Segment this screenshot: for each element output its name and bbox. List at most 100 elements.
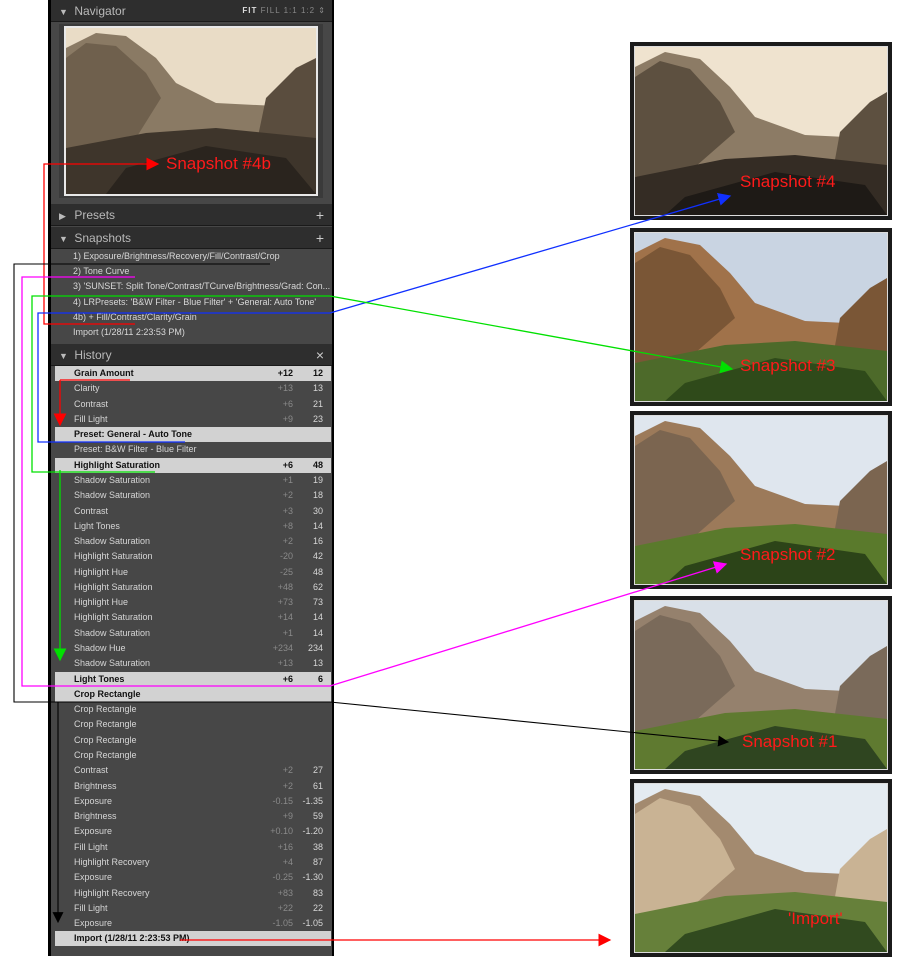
snapshot-label: 'Import' — [788, 909, 843, 928]
history-step-value: 62 — [312, 581, 323, 592]
history-step-label: Highlight Saturation — [74, 459, 160, 470]
collapse-triangle-icon[interactable]: ▼ — [59, 234, 68, 244]
history-step[interactable]: Preset: B&W Filter - Blue Filter — [55, 442, 331, 457]
history-step-value: 21 — [312, 398, 323, 409]
history-step-delta: +1 — [282, 474, 293, 485]
history-step-delta: +2 — [282, 536, 293, 547]
history-step-label: Brightness — [74, 780, 117, 791]
history-step[interactable]: Exposure-0.25-1.30 — [55, 870, 331, 885]
add-preset-icon[interactable]: + — [315, 207, 324, 223]
history-step-delta: -20 — [279, 551, 293, 562]
history-step[interactable]: Exposure+0.10-1.20 — [55, 824, 331, 839]
expand-triangle-icon[interactable]: ▶ — [59, 211, 66, 221]
history-step-label: Highlight Hue — [74, 597, 129, 608]
add-snapshot-icon[interactable]: + — [315, 230, 324, 246]
history-step-label: Light Tones — [74, 673, 125, 684]
history-step-value: 14 — [312, 520, 323, 531]
history-step-value: -1.05 — [302, 918, 323, 929]
history-step-label: Preset: General - Auto Tone — [74, 429, 193, 440]
snapshots-header[interactable]: ▼ Snapshots + — [51, 227, 332, 249]
history-header[interactable]: ▼ History × — [51, 344, 332, 366]
history-step-delta: +234 — [272, 643, 293, 654]
history-step-label: Contrast — [74, 505, 109, 516]
navigator-snapshot-label: Snapshot #4b — [166, 154, 271, 173]
history-step-value: 6 — [317, 673, 323, 684]
history-step[interactable]: Crop Rectangle — [55, 686, 331, 702]
history-step-value: 13 — [312, 383, 323, 394]
history-step-label: Shadow Saturation — [74, 536, 151, 547]
history-step-label: Crop Rectangle — [74, 719, 137, 730]
history-step[interactable]: Crop Rectangle — [55, 748, 331, 763]
history-step-delta: +48 — [277, 581, 293, 592]
history-step[interactable]: Import (1/28/11 2:23:53 PM) — [55, 931, 331, 947]
zoom-1-2-option[interactable]: 1:2 ⇕ — [300, 6, 326, 15]
history-step-value: -1.35 — [302, 795, 323, 806]
collapse-triangle-icon[interactable]: ▼ — [59, 351, 68, 361]
history-step[interactable]: Exposure-1.05-1.05 — [55, 916, 331, 931]
navigator-header[interactable]: ▼ Navigator FIT FILL 1:1 1:2 ⇕ — [51, 0, 332, 22]
history-step-label: Crop Rectangle — [74, 704, 137, 715]
snapshot-preview-image — [634, 783, 888, 953]
history-step[interactable]: Crop Rectangle — [55, 717, 331, 732]
collapse-triangle-icon[interactable]: ▼ — [59, 7, 68, 17]
history-step[interactable]: Exposure -0.15 -1.35 — [55, 794, 331, 809]
history-step-delta: +2 — [282, 780, 293, 791]
snapshot-label: Snapshot #4 — [740, 172, 836, 191]
snapshot-item[interactable]: 1) Exposure/Brightness/Recovery/Fill/Con… — [73, 251, 280, 261]
snapshot-item[interactable]: 4) LRPresets: 'B&W Filter - Blue Filter'… — [73, 296, 317, 307]
history-step[interactable]: Crop Rectangle — [55, 702, 331, 717]
history-step-value: 12 — [312, 368, 323, 378]
history-step-label: Contrast — [74, 398, 109, 409]
history-step-delta: -0.15 — [272, 795, 293, 806]
history-step-delta: +2 — [282, 490, 293, 501]
history-step-label: Contrast — [74, 765, 109, 776]
history-step-value: 59 — [312, 811, 323, 822]
history-step-delta: +12 — [277, 368, 293, 378]
snapshot-item[interactable]: Import (1/28/11 2:23:53 PM) — [73, 327, 185, 337]
snapshot-item[interactable]: 3) 'SUNSET: Split Tone/Contrast/TCurve/B… — [73, 281, 331, 292]
history-step[interactable]: Preset: General - Auto Tone — [55, 427, 331, 443]
zoom-1-1-option[interactable]: 1:1 — [283, 6, 298, 15]
history-step-value: 73 — [312, 597, 323, 608]
snapshot-item[interactable]: 2) Tone Curve — [73, 266, 130, 277]
history-step[interactable]: Crop Rectangle — [55, 733, 331, 748]
history-step-value: 234 — [307, 643, 323, 654]
snapshot-item[interactable]: 4b) + Fill/Contrast/Clarity/Grain — [73, 311, 197, 322]
history-step-delta: -1.05 — [272, 918, 293, 929]
history-step-delta: +13 — [277, 658, 293, 669]
zoom-fill-option[interactable]: FILL — [260, 6, 281, 15]
zoom-fit-option[interactable]: FIT — [242, 6, 258, 15]
clear-history-icon[interactable]: × — [315, 347, 324, 363]
snapshots-title: Snapshots — [74, 231, 132, 245]
presets-header[interactable]: ▶ Presets + — [51, 204, 332, 226]
history-step-label: Exposure — [74, 795, 113, 806]
history-step-label: Light Tones — [74, 520, 120, 531]
history-step-delta: +3 — [282, 505, 293, 516]
